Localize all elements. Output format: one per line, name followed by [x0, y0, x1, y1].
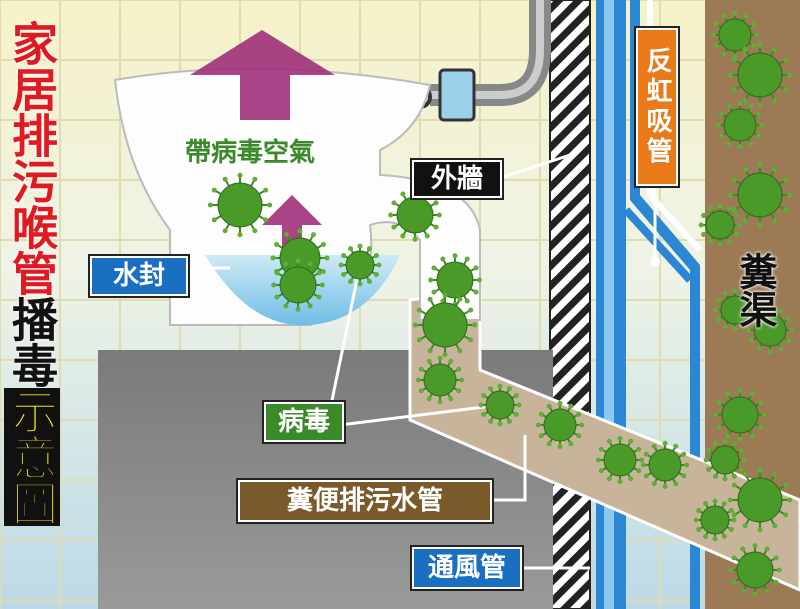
virus-icon: [271, 258, 325, 312]
virus-icon: [338, 243, 382, 287]
pipe-coupling: [438, 68, 476, 122]
label-virus: 病毒: [264, 402, 344, 442]
virus-icon: [415, 355, 465, 405]
virus-icon: [745, 305, 795, 355]
label-sewer: 糞渠: [733, 252, 777, 328]
label-water-seal: 水封: [90, 256, 188, 296]
anti-siphon-branch: [623, 207, 693, 283]
label-sewage-pipe: 糞便排污水管: [238, 480, 492, 522]
title-yellow: 示意圖: [4, 388, 60, 527]
label-outer-wall: 外牆: [412, 160, 502, 198]
virus-icon: [727, 467, 793, 533]
virus-icon: [713, 388, 767, 442]
title-black: 播毒: [5, 296, 59, 388]
virus-icon: [727, 162, 793, 228]
virus-icon: [478, 383, 522, 427]
toilet: [113, 67, 481, 326]
virus-icon: [710, 10, 760, 60]
water-supply-pipe-highlight: [430, 0, 544, 99]
virus-icon: [640, 440, 690, 490]
virus-icon: [428, 253, 482, 307]
virus-icon: [698, 203, 742, 247]
label-vent-pipe: 通風管: [412, 547, 522, 589]
virus-icon: [728, 543, 782, 597]
page-title: 家居排污喉管 播毒 示意圖: [4, 20, 60, 527]
label-anti-siphon-pipe: 反虹吸管: [636, 28, 678, 186]
virus-cluster: [207, 10, 795, 597]
pointer-lines: [185, 153, 657, 570]
pointer-dot: [650, 257, 660, 267]
title-red: 家居排污喉管: [5, 20, 59, 296]
virus-icon: [727, 42, 793, 108]
virus-icon: [715, 100, 765, 150]
virus-icon: [535, 400, 585, 450]
label-virus-air: 帶病毒空氣: [185, 138, 316, 168]
up-arrow-small: [262, 195, 322, 255]
vent-pipe-highlight: [604, 0, 614, 609]
virus-icon: [388, 188, 442, 242]
virus-icon: [412, 292, 478, 358]
up-arrow-large: [190, 30, 335, 120]
virus-icon: [207, 172, 273, 238]
virus-icon: [595, 435, 645, 485]
virus-icon: [703, 438, 747, 482]
outer-wall: [549, 0, 591, 609]
virus-icon: [693, 498, 737, 542]
